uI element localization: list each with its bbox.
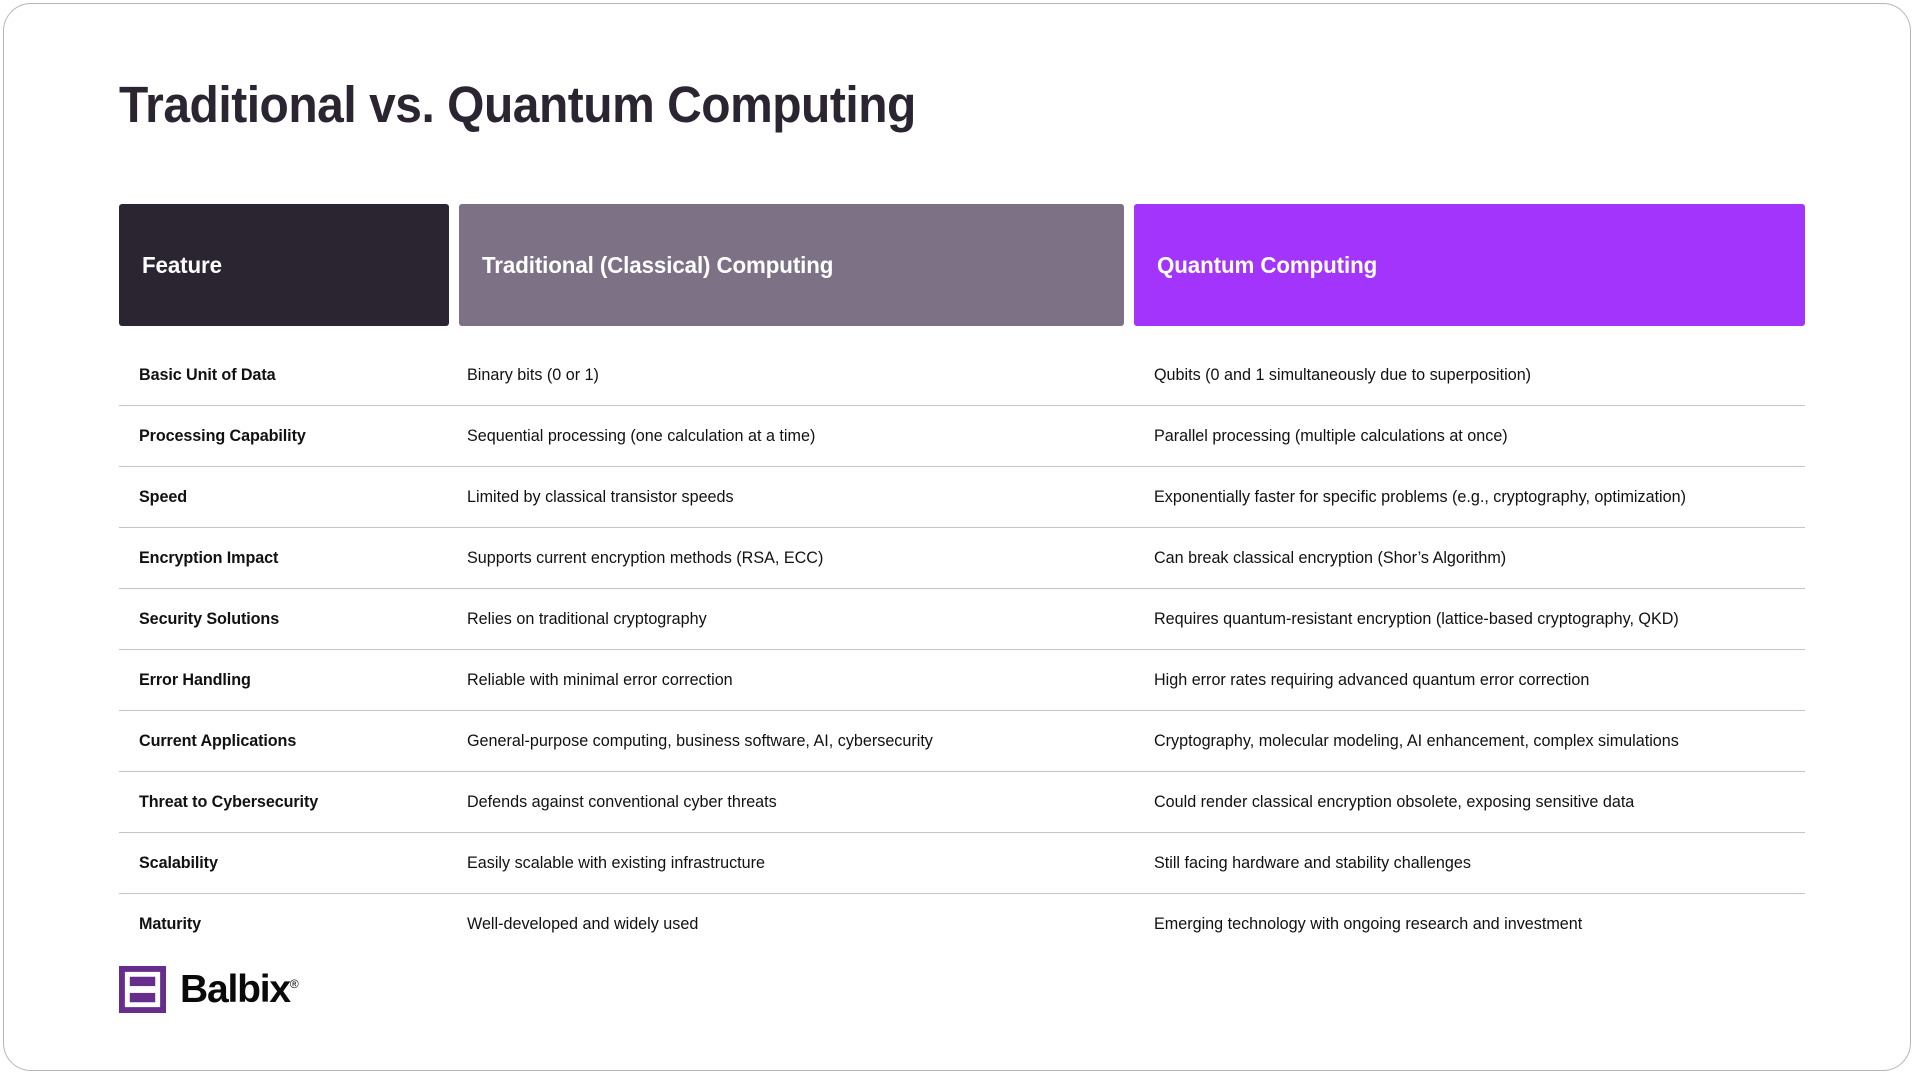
cell-quantum: Emerging technology with ongoing researc… — [1149, 913, 1805, 934]
cell-traditional-text: Limited by classical transistor speeds — [467, 487, 734, 507]
cell-feature: Encryption Impact — [119, 547, 464, 568]
cell-feature-text: Security Solutions — [139, 609, 280, 629]
cell-quantum-text: Can break classical encryption (Shor’s A… — [1154, 548, 1507, 568]
cell-feature-text: Processing Capability — [139, 426, 306, 446]
cell-traditional-text: Easily scalable with existing infrastruc… — [467, 853, 766, 873]
cell-feature: Speed — [119, 486, 464, 507]
cell-quantum-text: Qubits (0 and 1 simultaneously due to su… — [1154, 365, 1532, 385]
table-header-cell-feature: Feature — [119, 204, 449, 326]
cell-feature: Scalability — [119, 852, 464, 873]
cell-quantum-text: Cryptography, molecular modeling, AI enh… — [1154, 731, 1679, 751]
balbix-wordmark: Balbix® — [180, 970, 299, 1009]
cell-traditional-text: Relies on traditional cryptography — [467, 609, 707, 629]
cell-quantum: Can break classical encryption (Shor’s A… — [1149, 547, 1805, 568]
table-row: Maturity Well-developed and widely used … — [119, 894, 1805, 954]
table-row: Security Solutions Relies on traditional… — [119, 589, 1805, 650]
registered-trademark-icon: ® — [289, 977, 299, 991]
cell-feature-text: Error Handling — [139, 670, 251, 690]
balbix-logo-mark-icon — [119, 966, 166, 1013]
cell-traditional: Well-developed and widely used — [464, 913, 1149, 934]
cell-feature: Basic Unit of Data — [119, 364, 464, 385]
content-inner: Traditional vs. Quantum Computing Featur… — [119, 4, 1805, 1070]
cell-traditional: Sequential processing (one calculation a… — [464, 425, 1149, 446]
cell-traditional: Reliable with minimal error correction — [464, 669, 1149, 690]
cell-traditional-text: Sequential processing (one calculation a… — [467, 426, 816, 446]
cell-quantum-text: Emerging technology with ongoing researc… — [1154, 914, 1583, 934]
cell-feature: Maturity — [119, 913, 464, 934]
cell-quantum: Still facing hardware and stability chal… — [1149, 852, 1805, 873]
cell-traditional-text: Supports current encryption methods (RSA… — [467, 548, 824, 568]
page-title: Traditional vs. Quantum Computing — [119, 76, 916, 133]
cell-feature-text: Basic Unit of Data — [139, 365, 276, 385]
cell-quantum-text: Could render classical encryption obsole… — [1154, 792, 1635, 812]
cell-feature-text: Scalability — [139, 853, 218, 873]
cell-traditional: Limited by classical transistor speeds — [464, 486, 1149, 507]
cell-traditional-text: Binary bits (0 or 1) — [467, 365, 599, 385]
table-header-label-quantum: Quantum Computing — [1157, 251, 1378, 278]
cell-feature: Threat to Cybersecurity — [119, 791, 464, 812]
cell-quantum-text: Still facing hardware and stability chal… — [1154, 853, 1471, 873]
cell-traditional: Easily scalable with existing infrastruc… — [464, 852, 1149, 873]
cell-traditional-text: General-purpose computing, business soft… — [467, 731, 933, 751]
table-row: Scalability Easily scalable with existin… — [119, 833, 1805, 894]
cell-quantum: Parallel processing (multiple calculatio… — [1149, 425, 1805, 446]
comparison-table: Feature Traditional (Classical) Computin… — [119, 204, 1805, 954]
cell-traditional-text: Well-developed and widely used — [467, 914, 699, 934]
cell-quantum-text: Exponentially faster for specific proble… — [1154, 487, 1686, 507]
cell-feature: Security Solutions — [119, 608, 464, 629]
cell-traditional: Supports current encryption methods (RSA… — [464, 547, 1149, 568]
cell-feature: Error Handling — [119, 669, 464, 690]
cell-traditional: General-purpose computing, business soft… — [464, 730, 1149, 751]
cell-quantum: Could render classical encryption obsole… — [1149, 791, 1805, 812]
content-card: Traditional vs. Quantum Computing Featur… — [3, 3, 1911, 1071]
balbix-logo: Balbix® — [119, 966, 299, 1013]
cell-quantum-text: High error rates requiring advanced quan… — [1154, 670, 1590, 690]
cell-traditional-text: Defends against conventional cyber threa… — [467, 792, 777, 812]
table-header-cell-traditional: Traditional (Classical) Computing — [459, 204, 1124, 326]
cell-feature: Processing Capability — [119, 425, 464, 446]
cell-feature-text: Current Applications — [139, 731, 297, 751]
cell-quantum-text: Requires quantum-resistant encryption (l… — [1154, 609, 1679, 629]
table-header-label-traditional: Traditional (Classical) Computing — [482, 251, 834, 278]
cell-traditional: Binary bits (0 or 1) — [464, 364, 1149, 385]
table-row: Speed Limited by classical transistor sp… — [119, 467, 1805, 528]
cell-feature: Current Applications — [119, 730, 464, 751]
table-header-cell-quantum: Quantum Computing — [1134, 204, 1805, 326]
cell-quantum: High error rates requiring advanced quan… — [1149, 669, 1805, 690]
balbix-wordmark-text: Balbix — [180, 968, 291, 1011]
cell-feature-text: Threat to Cybersecurity — [139, 792, 319, 812]
cell-feature-text: Encryption Impact — [139, 548, 279, 568]
table-row: Error Handling Reliable with minimal err… — [119, 650, 1805, 711]
cell-traditional: Defends against conventional cyber threa… — [464, 791, 1149, 812]
table-row: Threat to Cybersecurity Defends against … — [119, 772, 1805, 833]
cell-traditional: Relies on traditional cryptography — [464, 608, 1149, 629]
table-row: Current Applications General-purpose com… — [119, 711, 1805, 772]
cell-quantum: Qubits (0 and 1 simultaneously due to su… — [1149, 364, 1805, 385]
table-row: Basic Unit of Data Binary bits (0 or 1) … — [119, 345, 1805, 406]
table-row: Encryption Impact Supports current encry… — [119, 528, 1805, 589]
table-body: Basic Unit of Data Binary bits (0 or 1) … — [119, 345, 1805, 954]
cell-traditional-text: Reliable with minimal error correction — [467, 670, 733, 690]
cell-quantum: Exponentially faster for specific proble… — [1149, 486, 1805, 507]
cell-quantum: Cryptography, molecular modeling, AI enh… — [1149, 730, 1805, 751]
cell-feature-text: Speed — [139, 487, 188, 507]
cell-quantum-text: Parallel processing (multiple calculatio… — [1154, 426, 1508, 446]
table-header-label-feature: Feature — [142, 251, 222, 278]
table-header-row: Feature Traditional (Classical) Computin… — [119, 204, 1805, 326]
table-row: Processing Capability Sequential process… — [119, 406, 1805, 467]
cell-quantum: Requires quantum-resistant encryption (l… — [1149, 608, 1805, 629]
cell-feature-text: Maturity — [139, 914, 202, 934]
